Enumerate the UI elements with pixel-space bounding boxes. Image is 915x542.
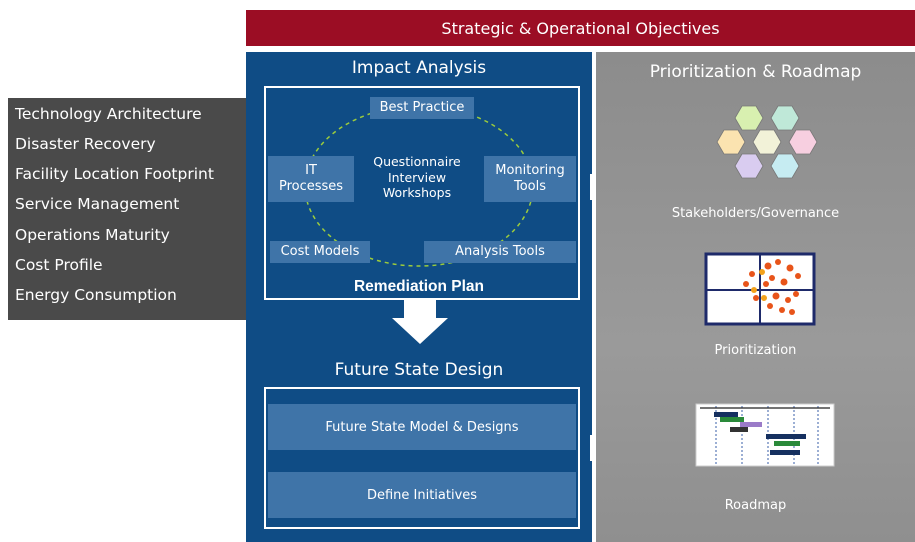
banner-title: Strategic & Operational Objectives	[441, 18, 720, 38]
future-state-model-block: Future State Model & Designs	[268, 404, 576, 450]
stakeholders-hexagon-icon	[716, 105, 818, 179]
analysis-design-column: Impact Analysis Best Practice IT Process…	[246, 52, 592, 542]
objectives-banner: Strategic & Operational Objectives	[246, 10, 915, 46]
down-arrow-icon	[392, 300, 448, 344]
impact-analysis-title: Impact Analysis	[351, 58, 487, 78]
roadmap-gantt-icon	[695, 403, 835, 467]
prioritization-matrix-icon	[704, 252, 816, 326]
prioritization-roadmap-column: Prioritization & Roadmap Stakeholders/Go…	[596, 52, 915, 542]
future-state-title: Future State Design	[334, 360, 504, 380]
roadmap-caption: Roadmap	[724, 498, 787, 513]
list-item: Cost Profile	[15, 256, 103, 274]
prioritization-roadmap-title: Prioritization & Roadmap	[649, 62, 862, 82]
it-processes-label: IT Processes	[268, 156, 354, 202]
assessment-areas-list: Technology Architecture Disaster Recover…	[8, 98, 246, 320]
best-practice-label: Best Practice	[370, 97, 474, 119]
analysis-tools-label: Analysis Tools	[424, 241, 576, 263]
monitoring-tools-label: Monitoring Tools	[484, 156, 576, 202]
list-item: Service Management	[15, 195, 180, 213]
list-item: Operations Maturity	[15, 226, 170, 244]
stakeholders-caption: Stakeholders/Governance	[671, 206, 840, 221]
list-item: Disaster Recovery	[15, 135, 156, 153]
define-initiatives-block: Define Initiatives	[268, 472, 576, 518]
cost-models-label: Cost Models	[270, 241, 370, 263]
list-item: Technology Architecture	[15, 105, 202, 123]
questionnaire-text: Questionnaire Interview Workshops	[373, 154, 461, 201]
future-state-frame	[264, 387, 580, 529]
list-item: Energy Consumption	[15, 286, 177, 304]
list-item: Facility Location Footprint	[15, 165, 214, 183]
remediation-plan-label: Remediation Plan	[353, 278, 485, 295]
prioritization-caption: Prioritization	[714, 343, 797, 358]
